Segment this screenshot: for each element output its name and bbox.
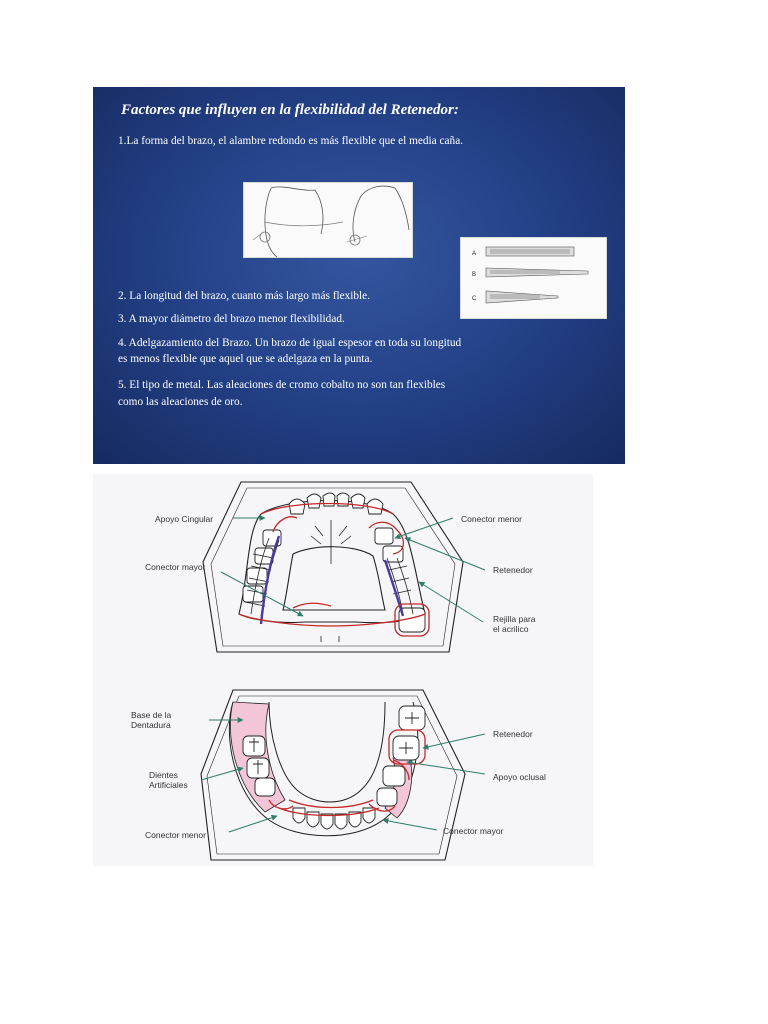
label-dientes-line-2: Artificiales [149,780,188,790]
label-base-line-1: Base de la [131,710,172,720]
point-1: 1.La forma del brazo, el alambre redondo… [118,135,464,147]
label-conector-mayor-upper: Conector mayor [145,562,206,572]
label-conector-menor-upper: Conector menor [461,514,522,524]
upper-anterior-teeth [288,492,384,515]
lower-anterior-teeth [292,807,376,830]
point-4-line-1: 4. Adelgazamiento del Brazo. Un brazo de… [118,337,462,349]
label-apoyo-oclusal: Apoyo oclusal [493,772,546,782]
callout-arrows [200,515,486,833]
label-conector-mayor-lower: Conector mayor [443,826,504,836]
label-dientes-line-1: Dientes [149,770,178,780]
label-base-line-2: Dentadura [131,720,171,730]
clasp-arm-taper-figure: A B C [460,237,607,319]
slide-title: Factores que influyen en la flexibilidad… [121,102,459,118]
label-retenedor-lower: Retenedor [493,729,533,739]
label-b: B [472,272,476,278]
label-conector-menor-lower: Conector menor [145,830,206,840]
lower-arch [200,689,466,861]
partial-denture-diagram: Apoyo Cingular Conector menor Conector m… [93,474,593,866]
tooth-clasp-figure [243,182,413,258]
label-a: A [472,251,476,257]
label-rejilla-line-2: el acrilico [493,624,529,634]
label-rejilla-line-1: Rejilla para [493,614,536,624]
point-5-line-1: 5. El tipo de metal. Las aleaciones de c… [118,379,446,391]
slide-panel: Factores que influyen en la flexibilidad… [93,87,625,464]
lower-left-teeth [242,735,276,797]
denture-drawing [200,481,486,861]
upper-framework [238,502,430,637]
point-2: 2. La longitud del brazo, cuanto más lar… [118,290,371,302]
point-3: 3. A mayor diámetro del brazo menor flex… [118,313,345,325]
label-apoyo-cingular: Apoyo Cingular [155,514,214,524]
lower-right-teeth [376,705,426,807]
upper-left-teeth [242,529,282,603]
label-c: C [472,296,477,302]
point-4-line-2: es menos flexible que aquel que se adelg… [118,353,373,365]
point-5-line-2: como las aleaciones de oro. [118,396,243,408]
label-retenedor-upper: Retenedor [493,565,533,575]
